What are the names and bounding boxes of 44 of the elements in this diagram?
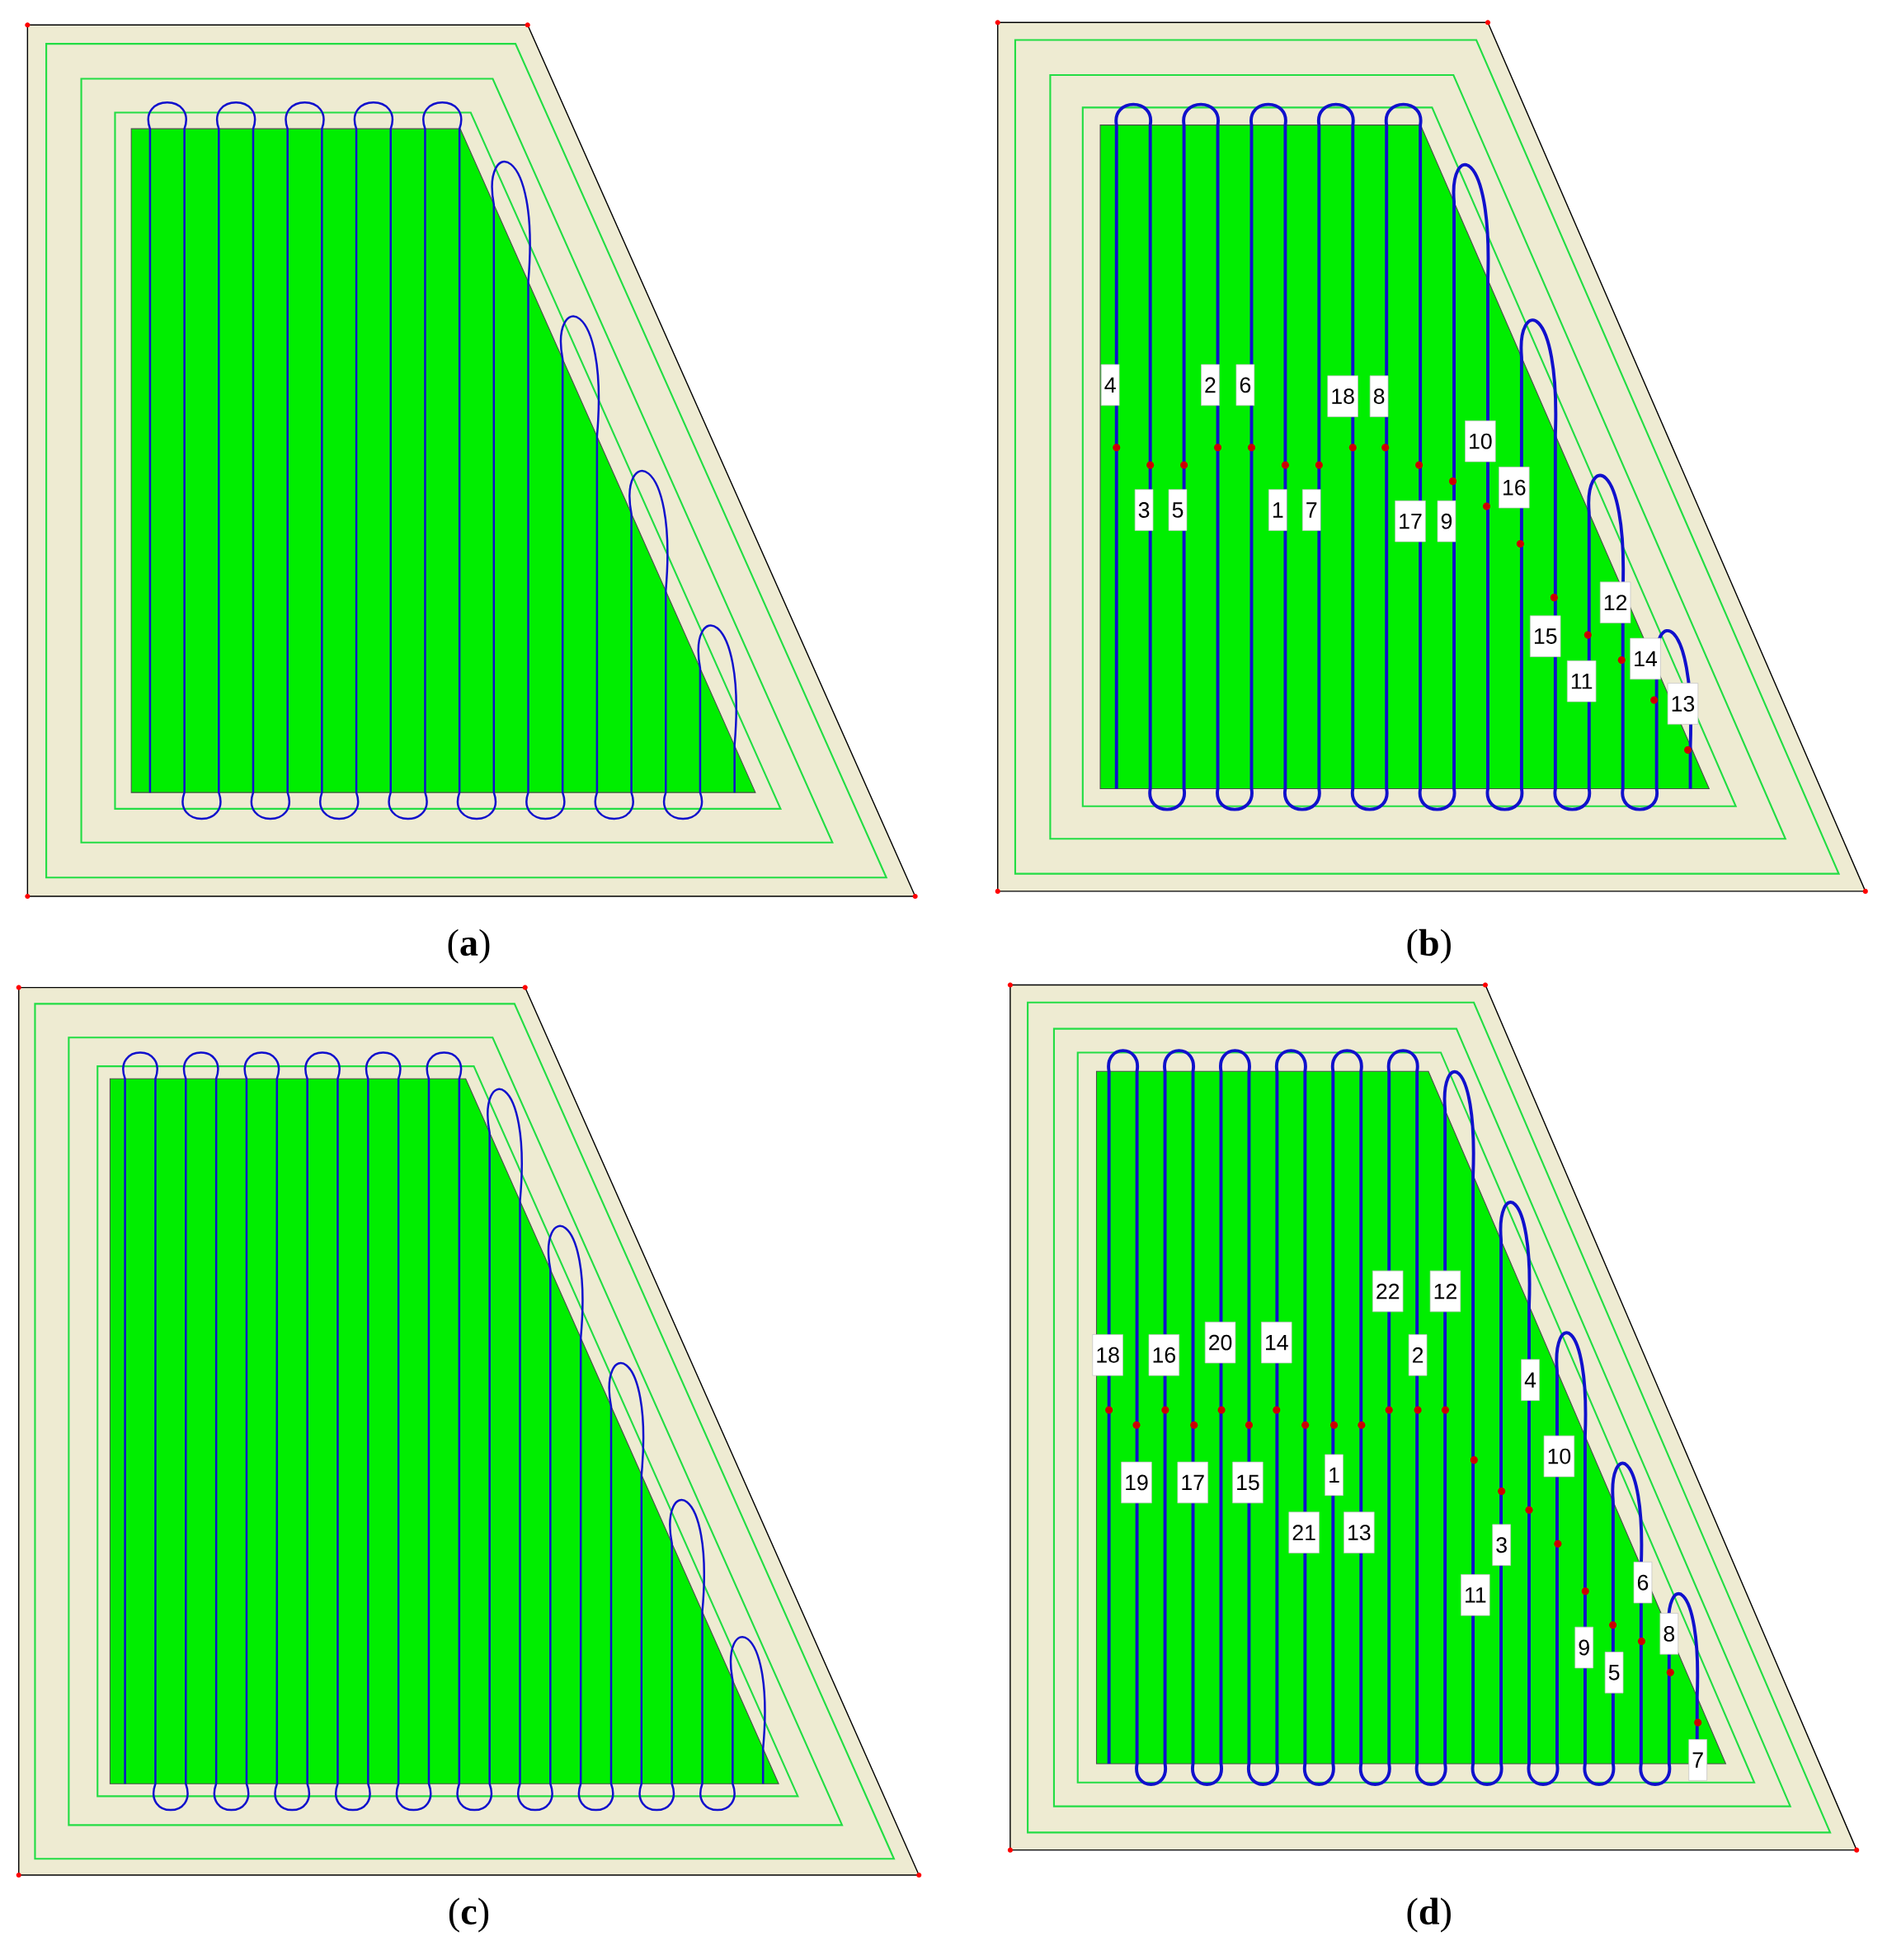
panel-caption: (d) bbox=[1407, 1897, 1452, 1933]
number-tag: 7 bbox=[1302, 489, 1321, 531]
number-tag: 18 bbox=[1327, 375, 1359, 417]
number-tag: 12 bbox=[1429, 1270, 1461, 1313]
number-tag: 19 bbox=[1121, 1461, 1152, 1504]
number-tag: 3 bbox=[1135, 489, 1154, 531]
number-tag: 16 bbox=[1148, 1334, 1180, 1376]
number-tag: 5 bbox=[1605, 1652, 1624, 1694]
number-tag: 6 bbox=[1633, 1562, 1653, 1604]
number-tag: 7 bbox=[1688, 1739, 1708, 1781]
number-tag: 16 bbox=[1499, 467, 1530, 509]
number-tag: 14 bbox=[1630, 637, 1661, 680]
panel-caption: (c) bbox=[449, 1897, 489, 1933]
number-tag: 21 bbox=[1288, 1511, 1320, 1553]
number-tag: 22 bbox=[1372, 1270, 1404, 1313]
number-tag: 17 bbox=[1177, 1461, 1209, 1504]
number-tag: 11 bbox=[1567, 660, 1597, 703]
number-tag: 5 bbox=[1168, 489, 1188, 531]
number-tag: 6 bbox=[1235, 364, 1255, 407]
number-tag: 8 bbox=[1659, 1613, 1679, 1655]
number-tag: 8 bbox=[1370, 375, 1389, 417]
number-tag: 15 bbox=[1530, 615, 1561, 657]
number-tag: 20 bbox=[1205, 1321, 1236, 1364]
number-tag: 11 bbox=[1461, 1574, 1490, 1616]
number-tag: 9 bbox=[1437, 500, 1456, 543]
number-tag: 1 bbox=[1325, 1454, 1344, 1497]
panel-caption: (b) bbox=[1407, 928, 1452, 964]
number-tag: 4 bbox=[1521, 1359, 1541, 1401]
number-tag: 3 bbox=[1492, 1524, 1512, 1566]
number-tag: 2 bbox=[1409, 1334, 1428, 1376]
number-tag: 1 bbox=[1268, 489, 1287, 531]
number-tag: 9 bbox=[1574, 1626, 1594, 1669]
number-tag: 4 bbox=[1101, 364, 1120, 407]
number-tag: 13 bbox=[1667, 683, 1699, 725]
number-tag: 18 bbox=[1092, 1334, 1124, 1376]
number-tag: 13 bbox=[1343, 1511, 1375, 1553]
number-tag: 17 bbox=[1395, 500, 1426, 543]
number-tag: 12 bbox=[1600, 581, 1631, 623]
number-tag: 10 bbox=[1543, 1435, 1575, 1478]
number-tag: 14 bbox=[1261, 1321, 1292, 1364]
number-tag: 10 bbox=[1465, 420, 1496, 463]
number-tag: 15 bbox=[1232, 1461, 1263, 1504]
number-tag: 2 bbox=[1201, 364, 1220, 407]
panel-caption: (a) bbox=[448, 928, 490, 964]
